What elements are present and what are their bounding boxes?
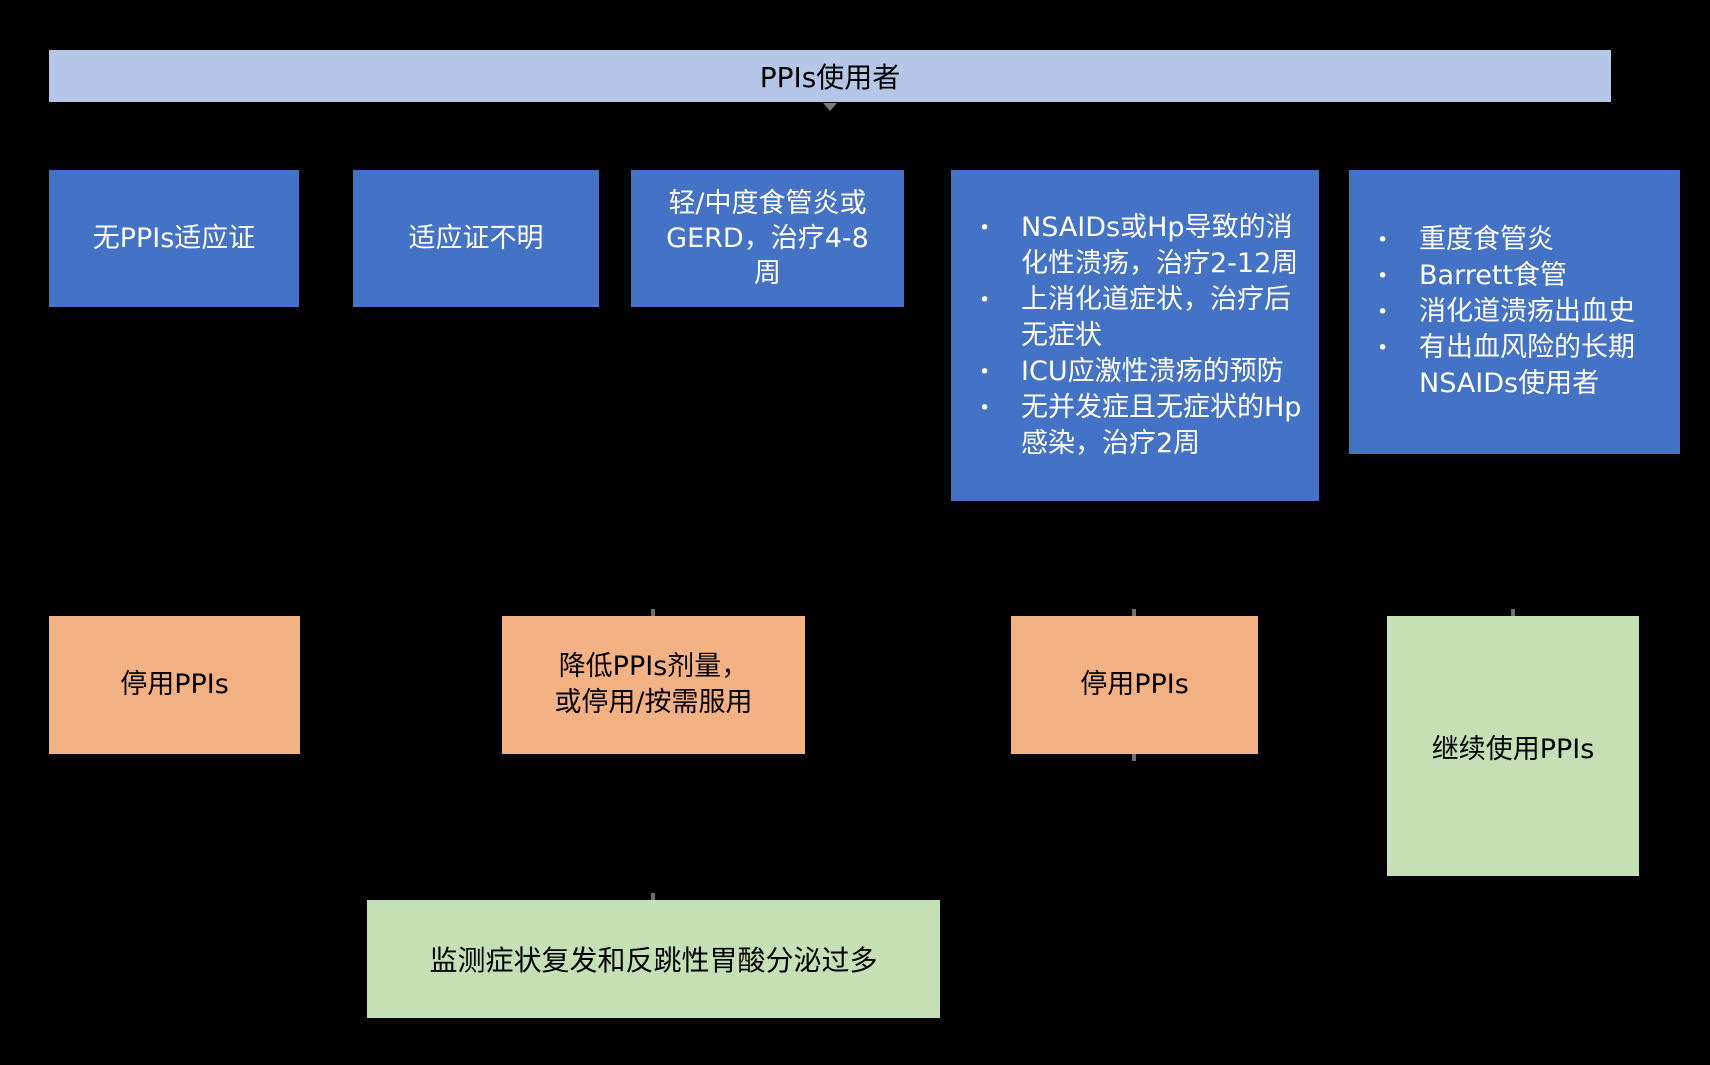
condition-long-term-indication: • 重度食管炎 • Barrett食管 • 消化道溃疡出血史 • 有出血风险的长… (1349, 170, 1680, 454)
bullet-icon: • (1377, 337, 1389, 359)
list-item: • 消化道溃疡出血史 (1369, 294, 1670, 330)
list-item: • ICU应激性溃疡的预防 (971, 354, 1309, 390)
monitor-box: 监测症状复发和反跳性胃酸分泌过多 (367, 900, 940, 1018)
condition-completed-short-course: • NSAIDs或Hp导致的消化性溃疡，治疗2-12周 • 上消化道症状，治疗后… (951, 170, 1319, 501)
condition-unclear-indication: 适应证不明 (353, 170, 599, 307)
condition-no-indication: 无PPIs适应证 (49, 170, 299, 307)
list-item: • 重度食管炎 (1369, 222, 1670, 258)
connector-stub (651, 609, 655, 616)
connector-stub (1511, 609, 1515, 616)
condition-label: 适应证不明 (408, 223, 544, 254)
connector-arrowhead (823, 103, 837, 111)
bullet-list: • 重度食管炎 • Barrett食管 • 消化道溃疡出血史 • 有出血风险的长… (1349, 170, 1680, 454)
connector-stub (1132, 609, 1136, 616)
bullet-icon: • (979, 288, 991, 311)
bullet-icon: • (979, 396, 991, 419)
bullet-icon: • (979, 216, 991, 239)
condition-label: 轻/中度食管炎或 GERD，治疗4-8 周 (666, 188, 869, 289)
connector-stub (1132, 754, 1136, 761)
action-continue-ppis: 继续使用PPIs (1387, 616, 1639, 876)
bullet-icon: • (979, 360, 991, 383)
list-item: • 无并发症且无症状的Hp感染，治疗2周 (971, 390, 1309, 462)
bullet-icon: • (1377, 265, 1389, 287)
condition-mild-esophagitis-gerd: 轻/中度食管炎或 GERD，治疗4-8 周 (631, 170, 904, 307)
bullet-icon: • (1377, 229, 1389, 251)
action-label: 降低PPIs剂量， 或停用/按需服用 (554, 651, 753, 718)
action-label: 继续使用PPIs (1431, 733, 1595, 765)
list-item: • NSAIDs或Hp导致的消化性溃疡，治疗2-12周 (971, 210, 1309, 282)
action-stop-ppis-2: 停用PPIs (1011, 616, 1258, 754)
action-stop-ppis-1: 停用PPIs (49, 616, 300, 754)
monitor-label: 监测症状复发和反跳性胃酸分泌过多 (429, 944, 878, 977)
bullet-icon: • (1377, 301, 1389, 323)
list-item: • 有出血风险的长期NSAIDs使用者 (1369, 330, 1670, 402)
banner-label: PPIs使用者 (759, 61, 901, 94)
bullet-list: • NSAIDs或Hp导致的消化性溃疡，治疗2-12周 • 上消化道症状，治疗后… (951, 170, 1319, 501)
action-reduce-dose: 降低PPIs剂量， 或停用/按需服用 (502, 616, 805, 754)
action-label: 停用PPIs (120, 669, 229, 700)
list-item: • 上消化道症状，治疗后无症状 (971, 282, 1309, 354)
connector-stub (651, 893, 655, 900)
list-item: • Barrett食管 (1369, 258, 1670, 294)
condition-label: 无PPIs适应证 (92, 223, 256, 254)
action-label: 停用PPIs (1080, 669, 1189, 700)
banner-ppi-users: PPIs使用者 (49, 50, 1611, 102)
